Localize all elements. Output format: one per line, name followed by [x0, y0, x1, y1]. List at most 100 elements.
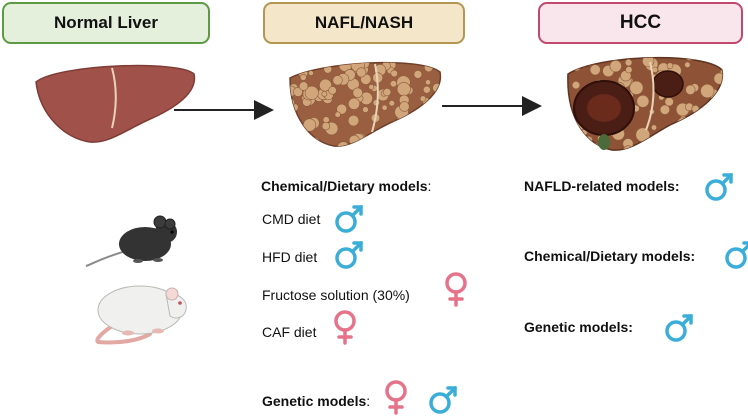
fat-droplet	[671, 146, 677, 151]
male-symbol-icon	[665, 314, 693, 342]
normal-liver-box: Normal Liver	[2, 2, 210, 44]
fat-droplet	[685, 84, 696, 95]
model-label-caf: CAF diet	[262, 324, 317, 340]
fat-droplet	[588, 142, 601, 151]
fat-droplet	[353, 140, 368, 147]
fat-droplet	[400, 124, 411, 136]
fat-droplet	[425, 108, 435, 118]
fat-droplet	[659, 146, 666, 151]
fat-droplet	[706, 57, 714, 61]
fat-droplet	[431, 127, 441, 137]
fat-droplet	[680, 129, 687, 137]
fat-droplet	[601, 57, 612, 62]
fat-droplet	[437, 129, 441, 143]
nafl-nash-label: NAFL/NASH	[314, 13, 414, 32]
fat-droplet	[383, 87, 392, 97]
fat-droplet	[432, 136, 441, 147]
fat-droplet	[684, 61, 691, 68]
fat-droplet	[387, 134, 396, 142]
fat-droplet	[308, 137, 321, 147]
male-symbol-icon	[705, 173, 733, 201]
fat-droplet	[389, 80, 398, 88]
male-symbol-icon	[725, 241, 748, 269]
fat-droplet	[720, 135, 723, 145]
fat-droplet	[368, 84, 375, 90]
fat-droplet	[701, 141, 712, 151]
fat-droplet	[433, 109, 441, 119]
fat-droplet	[720, 109, 723, 120]
fat-droplet	[700, 57, 709, 61]
model-label-cmd: CMD diet	[262, 211, 321, 227]
fat-droplet	[407, 119, 416, 128]
fat-droplet	[302, 134, 315, 147]
fat-droplet	[625, 66, 633, 74]
fat-droplet	[290, 122, 297, 133]
fat-droplet	[290, 137, 305, 147]
fat-droplet	[290, 111, 294, 119]
fat-droplet	[664, 97, 674, 107]
fat-droplet	[422, 140, 432, 147]
fat-droplet	[601, 57, 614, 62]
fat-droplet	[624, 58, 633, 67]
normal-liver-icon	[35, 64, 196, 143]
fat-droplet	[419, 95, 427, 102]
fat-droplet	[331, 62, 343, 67]
fat-droplet	[668, 49, 675, 56]
fat-droplet	[438, 115, 441, 123]
fat-droplet	[424, 101, 435, 112]
fat-droplet	[699, 57, 712, 62]
male-symbol-icon	[335, 205, 363, 233]
fat-droplet	[298, 139, 307, 147]
fat-droplet	[700, 83, 715, 99]
fat-droplet	[396, 82, 411, 97]
fat-droplet	[413, 70, 423, 79]
fat-droplet	[435, 109, 441, 123]
fat-droplet	[386, 139, 400, 147]
nafl-chemical-heading-text: Chemical/Dietary models	[261, 178, 428, 194]
fat-droplet	[390, 69, 398, 78]
fat-droplet	[336, 103, 348, 115]
hcc-model-chemical: Chemical/Dietary models:	[524, 248, 696, 264]
rat-icon	[95, 285, 187, 345]
fat-droplet	[567, 119, 573, 130]
fat-droplet	[388, 99, 395, 107]
male-symbol-icon	[429, 386, 457, 414]
fat-droplet	[659, 104, 671, 115]
fat-droplet	[308, 70, 314, 76]
fat-droplet	[362, 106, 369, 113]
fat-droplet	[432, 83, 441, 93]
fat-droplet	[405, 136, 417, 147]
fat-droplet	[399, 101, 410, 112]
fat-droplet	[714, 116, 723, 124]
fat-droplet	[576, 57, 584, 59]
fat-droplet	[422, 85, 431, 94]
fat-droplet	[356, 67, 367, 78]
fat-droplet	[706, 119, 712, 125]
fat-droplet	[381, 104, 388, 111]
fat-droplet	[680, 144, 688, 151]
fat-droplet	[702, 121, 717, 137]
fat-droplet	[691, 112, 702, 123]
model-label-hfd: HFD diet	[262, 249, 318, 265]
hcc-box: HCC	[538, 2, 743, 44]
nafl-genetic-heading: Genetic models:	[262, 394, 370, 408]
model-label-fructose: Fructose solution (30%)	[262, 287, 410, 303]
fat-droplet	[352, 87, 363, 98]
fat-droplet	[675, 51, 681, 57]
fat-droplet	[374, 139, 381, 145]
fat-droplet	[303, 118, 317, 132]
fat-droplet	[650, 124, 657, 131]
fat-droplet	[629, 80, 644, 95]
fat-droplet	[321, 121, 331, 131]
fat-droplet	[309, 62, 323, 65]
fatty-liver-icon	[289, 61, 442, 147]
fat-droplet	[685, 124, 701, 139]
nafl-nash-box: NAFL/NASH	[263, 2, 465, 44]
fat-droplet	[589, 64, 601, 76]
fat-droplet	[571, 80, 581, 90]
fat-droplet	[321, 91, 328, 97]
fat-droplet	[425, 79, 431, 86]
fat-droplet	[647, 137, 660, 150]
hcc-model-genetic: Genetic models:	[524, 319, 633, 335]
